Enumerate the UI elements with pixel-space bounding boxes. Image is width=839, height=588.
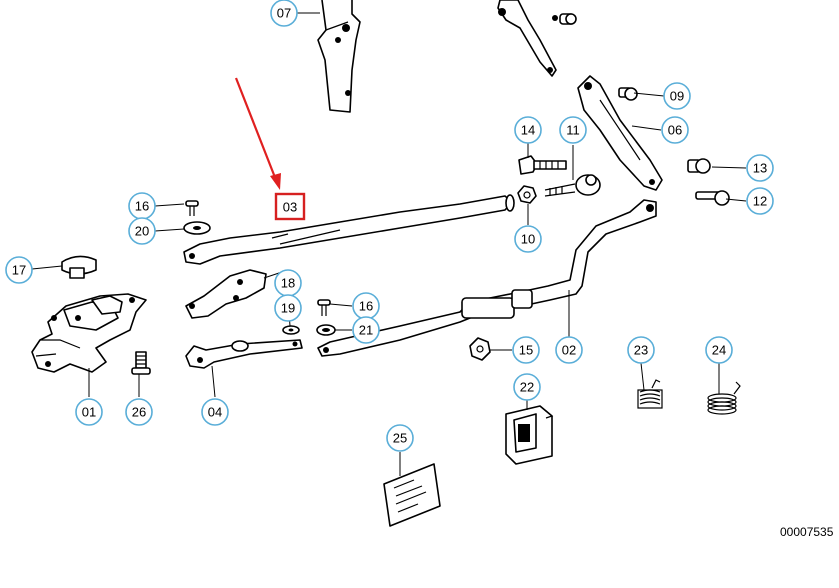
callout-14[interactable]: 14 xyxy=(514,116,542,144)
svg-text:10: 10 xyxy=(521,232,535,247)
callout-17[interactable]: 17 xyxy=(5,256,33,284)
svg-text:20: 20 xyxy=(135,224,149,239)
svg-text:07: 07 xyxy=(277,6,291,21)
callout-04[interactable]: 04 xyxy=(201,398,229,426)
callout-15[interactable]: 15 xyxy=(512,336,540,364)
svg-text:12: 12 xyxy=(753,194,767,209)
part-09-pin xyxy=(618,87,638,101)
callout-24[interactable]: 24 xyxy=(705,336,733,364)
callout-06[interactable]: 06 xyxy=(661,116,689,144)
svg-text:23: 23 xyxy=(634,343,648,358)
svg-text:16: 16 xyxy=(359,299,373,314)
callout-25[interactable]: 25 xyxy=(386,424,414,452)
svg-text:11: 11 xyxy=(566,123,580,138)
part-22-switch xyxy=(505,405,554,465)
part-13-pin xyxy=(687,158,711,174)
callout-01[interactable]: 01 xyxy=(75,398,103,426)
callout-26[interactable]: 26 xyxy=(125,398,153,426)
svg-text:22: 22 xyxy=(520,380,534,395)
svg-text:09: 09 xyxy=(670,89,684,104)
part-25-label-plate xyxy=(383,463,441,527)
svg-text:06: 06 xyxy=(668,123,682,138)
part-16-screw-b xyxy=(317,299,331,316)
part-12-bolt xyxy=(695,190,730,206)
part-01-motor xyxy=(31,293,147,373)
part-19-washer xyxy=(282,325,300,335)
part-23-spring xyxy=(637,379,663,409)
part-24-spring xyxy=(707,381,741,415)
svg-text:19: 19 xyxy=(281,301,295,316)
part-18-crank-plate xyxy=(185,269,267,319)
svg-text:01: 01 xyxy=(82,405,96,420)
svg-text:24: 24 xyxy=(712,343,726,358)
callout-11[interactable]: 11 xyxy=(559,116,587,144)
svg-text:14: 14 xyxy=(521,123,535,138)
svg-text:26: 26 xyxy=(132,405,146,420)
part-20-washer xyxy=(183,221,211,235)
svg-text:25: 25 xyxy=(393,431,407,446)
callout-23[interactable]: 23 xyxy=(627,336,655,364)
callout-22[interactable]: 22 xyxy=(513,373,541,401)
part-04-lever xyxy=(185,339,303,369)
part-16-screw-a xyxy=(185,200,199,216)
callout-07[interactable]: 07 xyxy=(270,0,298,27)
part-07-bracket xyxy=(317,0,361,113)
part-link-bracket-top xyxy=(497,0,577,77)
callout-16a[interactable]: 16 xyxy=(128,192,156,220)
callout-10[interactable]: 10 xyxy=(514,225,542,253)
part-10-nut xyxy=(517,185,537,204)
callout-21[interactable]: 21 xyxy=(352,316,380,344)
highlight-arrow xyxy=(234,77,281,190)
part-14-bolt xyxy=(518,155,567,175)
svg-text:17: 17 xyxy=(12,263,26,278)
part-06-arm xyxy=(577,75,663,191)
callout-09[interactable]: 09 xyxy=(663,82,691,110)
callout-16b[interactable]: 16 xyxy=(352,292,380,320)
callout-03-highlighted[interactable]: 03 xyxy=(274,192,306,221)
callout-02[interactable]: 02 xyxy=(555,336,583,364)
svg-text:04: 04 xyxy=(208,405,222,420)
callout-19[interactable]: 19 xyxy=(274,294,302,322)
part-03-rod xyxy=(183,194,515,265)
part-11-ball-joint xyxy=(544,174,601,197)
part-02-linkage-rod xyxy=(317,199,657,357)
svg-text:13: 13 xyxy=(753,161,767,176)
svg-text:21: 21 xyxy=(359,323,373,338)
diagram-reference-number: 00007535 xyxy=(780,525,834,539)
svg-text:03: 03 xyxy=(283,200,297,215)
part-21-washer xyxy=(316,324,336,336)
part-15-nut xyxy=(469,337,491,361)
svg-text:02: 02 xyxy=(562,343,576,358)
part-26-bolt xyxy=(131,351,151,375)
callout-18[interactable]: 18 xyxy=(274,269,302,297)
callout-20[interactable]: 20 xyxy=(128,217,156,245)
svg-text:18: 18 xyxy=(281,276,295,291)
callout-13[interactable]: 13 xyxy=(746,154,774,182)
svg-text:16: 16 xyxy=(135,199,149,214)
svg-text:15: 15 xyxy=(519,343,533,358)
part-17-cap xyxy=(61,255,97,279)
callout-12[interactable]: 12 xyxy=(746,187,774,215)
